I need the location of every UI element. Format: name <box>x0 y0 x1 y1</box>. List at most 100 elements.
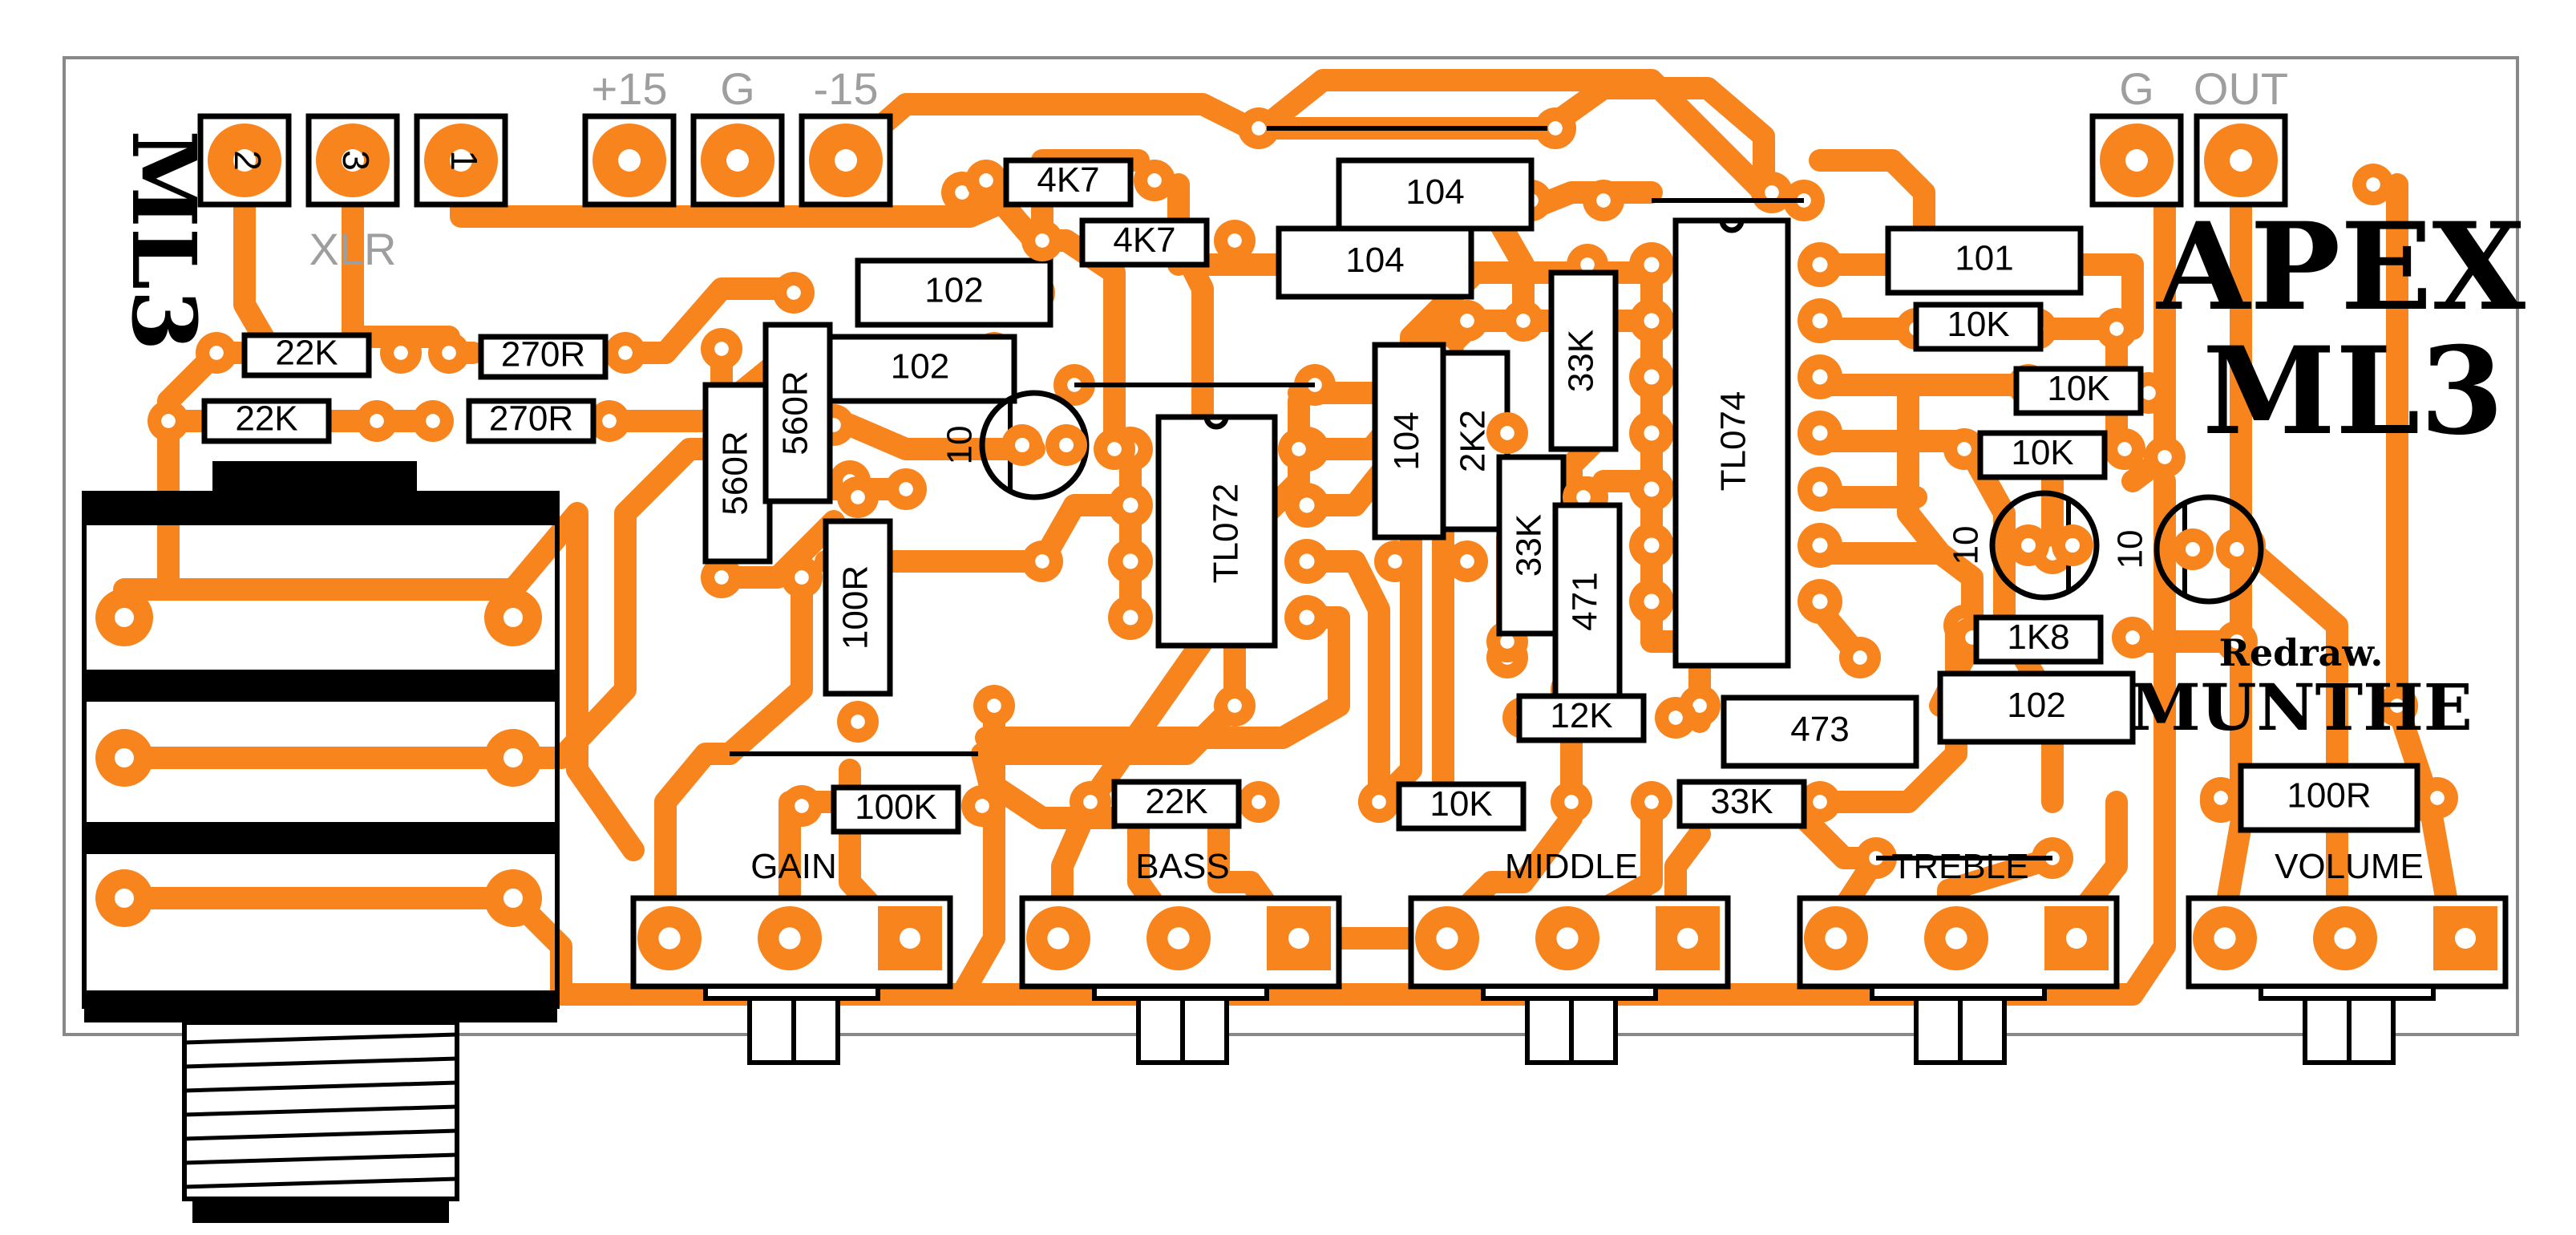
component-r-12k: 12K <box>1502 693 1696 743</box>
component-r-10k-d: 10K <box>1358 781 1592 832</box>
ecap-c: 10 <box>2111 494 2264 605</box>
component-r-33k-a-label: 33K <box>1562 330 1601 392</box>
xlr-pin-3-label: 3 <box>335 150 377 171</box>
pot-bass: BASS <box>1019 847 1342 1065</box>
components: 22K22K270R270R1021024K74K7104104560R560R… <box>148 157 2458 835</box>
component-r-33k-b-label: 33K <box>1510 514 1549 577</box>
ic-tl074-label: TL074 <box>1714 391 1753 492</box>
solder-pads <box>95 113 2288 927</box>
pot-middle: MIDDLE <box>1408 847 1731 1065</box>
component-c-473-label: 473 <box>1790 710 1849 749</box>
component-r-100r-b-label: 100R <box>2287 776 2371 816</box>
component-r-22k-c: 22K <box>1070 779 1280 829</box>
component-r-10k-c-label: 10K <box>2011 433 2073 472</box>
power-plus15-label: +15 <box>592 63 668 114</box>
component-r-22k-c-label: 22K <box>1145 782 1207 821</box>
board-outline <box>63 56 2519 1036</box>
xlr-label: XLR <box>309 224 397 274</box>
input-jack <box>82 461 560 1223</box>
power-minus15-label: -15 <box>814 63 879 114</box>
component-c-471-label: 471 <box>1566 572 1605 630</box>
component-r-33k-c-label: 33K <box>1710 782 1773 821</box>
component-r-22k-b-label: 22K <box>235 399 297 439</box>
component-c-102-c: 102 <box>1935 670 2136 745</box>
component-r-10k-a-label: 10K <box>1947 305 2009 344</box>
author-name: MUNTHE <box>2129 670 2473 745</box>
component-c-104-b: 104 <box>1276 225 1474 300</box>
component-r-2k2-label: 2K2 <box>1454 410 1493 472</box>
component-r-100k: 100K <box>781 784 1003 835</box>
component-r-4k7-a-label: 4K7 <box>1037 160 1099 200</box>
component-r-100r-a: 100R <box>823 476 893 743</box>
jumper-wires <box>730 126 2052 860</box>
component-c-102-a: 102 <box>773 257 1055 328</box>
pot-gain: GAIN <box>630 847 953 1065</box>
component-r-33k-c: 33K <box>1631 779 1841 829</box>
output-ground-label: G <box>2119 63 2154 114</box>
component-r-12k-label: 12K <box>1550 696 1612 735</box>
component-c-104-a-label: 104 <box>1405 172 1464 212</box>
component-c-104-b-label: 104 <box>1345 241 1404 280</box>
component-c-473: 473 <box>1721 694 1919 769</box>
ecap-b: 10 <box>1947 490 2100 601</box>
component-r-22k-a: 22K <box>196 332 422 379</box>
component-c-104-c: 104 <box>1372 342 1446 582</box>
power-ground-label: G <box>720 63 755 114</box>
component-r-100r-a-label: 100R <box>836 565 876 650</box>
potentiometers: GAIN BASS MIDDLE TREBLE VOLUME <box>630 847 2509 1065</box>
component-r-10k-d-label: 10K <box>1430 784 1492 824</box>
pot-volume-label: VOLUME <box>2275 847 2424 886</box>
component-r-22k-a-label: 22K <box>275 334 338 373</box>
component-r-10k-b: 10K <box>2008 364 2170 416</box>
component-r-33k-a: 33K <box>1548 244 1619 518</box>
component-c-104-a: 104 <box>1336 157 1535 232</box>
pot-gain-label: GAIN <box>750 847 837 886</box>
component-r-560r-a-label: 560R <box>716 431 755 515</box>
component-c-102-b-label: 102 <box>891 347 949 387</box>
component-r-4k7-a: 4K7 <box>965 157 1175 208</box>
component-r-270r-a: 270R <box>428 332 646 380</box>
ic-tl074: TL074 <box>1672 217 1791 669</box>
component-r-270r-b-label: 270R <box>489 399 573 439</box>
component-c-101-label: 101 <box>1955 239 2013 278</box>
pot-middle-label: MIDDLE <box>1505 847 1638 886</box>
component-r-270r-a-label: 270R <box>501 335 585 375</box>
component-r-100r-b: 100R <box>2200 763 2458 833</box>
brand-model: ML3 <box>2202 321 2504 462</box>
component-r-270r-b: 270R <box>412 398 630 444</box>
pot-treble: TREBLE <box>1797 847 2120 1065</box>
component-c-101: 101 <box>1885 225 2084 296</box>
brand-title: APEX <box>2155 196 2526 338</box>
ecap-c-label: 10 <box>2111 530 2150 569</box>
component-r-560r-a: 560R <box>701 328 773 598</box>
redraw-note: Redraw. <box>2219 631 2384 674</box>
pot-bass-label: BASS <box>1135 847 1229 886</box>
xlr-pin-2-label: 2 <box>227 150 269 171</box>
component-r-10k-b-label: 10K <box>2047 369 2109 408</box>
component-r-1k8: 1K8 <box>1951 614 2153 665</box>
xlr-pin-numbers: 2 3 1 <box>227 150 485 171</box>
ecap-a: 10 <box>940 390 1090 500</box>
ecap-a-label: 10 <box>940 426 980 465</box>
ic-tl072: TL072 <box>1155 414 1278 649</box>
component-c-104-c-label: 104 <box>1387 411 1426 470</box>
board-mark: ML3 <box>112 130 216 351</box>
xlr-pin-1-label: 1 <box>443 150 485 171</box>
pot-volume: VOLUME <box>2186 847 2509 1065</box>
ecap-b-label: 10 <box>1947 526 1986 565</box>
component-r-10k-a: 10K <box>1895 302 2057 352</box>
component-r-100k-label: 100K <box>855 788 937 827</box>
output-out-label: OUT <box>2194 63 2288 114</box>
component-r-22k-b: 22K <box>148 398 398 444</box>
pot-treble-label: TREBLE <box>1891 847 2028 886</box>
component-r-560r-b-label: 560R <box>776 370 815 455</box>
component-c-102-c-label: 102 <box>2007 686 2065 725</box>
component-r-4k7-b: 4K7 <box>1021 217 1256 268</box>
component-r-10k-c: 10K <box>1943 428 2145 480</box>
component-r-560r-b: 560R <box>762 322 871 504</box>
component-r-1k8-label: 1K8 <box>2007 618 2069 657</box>
component-c-102-a-label: 102 <box>924 271 983 310</box>
ic-tl072-label: TL072 <box>1207 484 1246 584</box>
component-r-4k7-b-label: 4K7 <box>1113 221 1175 260</box>
